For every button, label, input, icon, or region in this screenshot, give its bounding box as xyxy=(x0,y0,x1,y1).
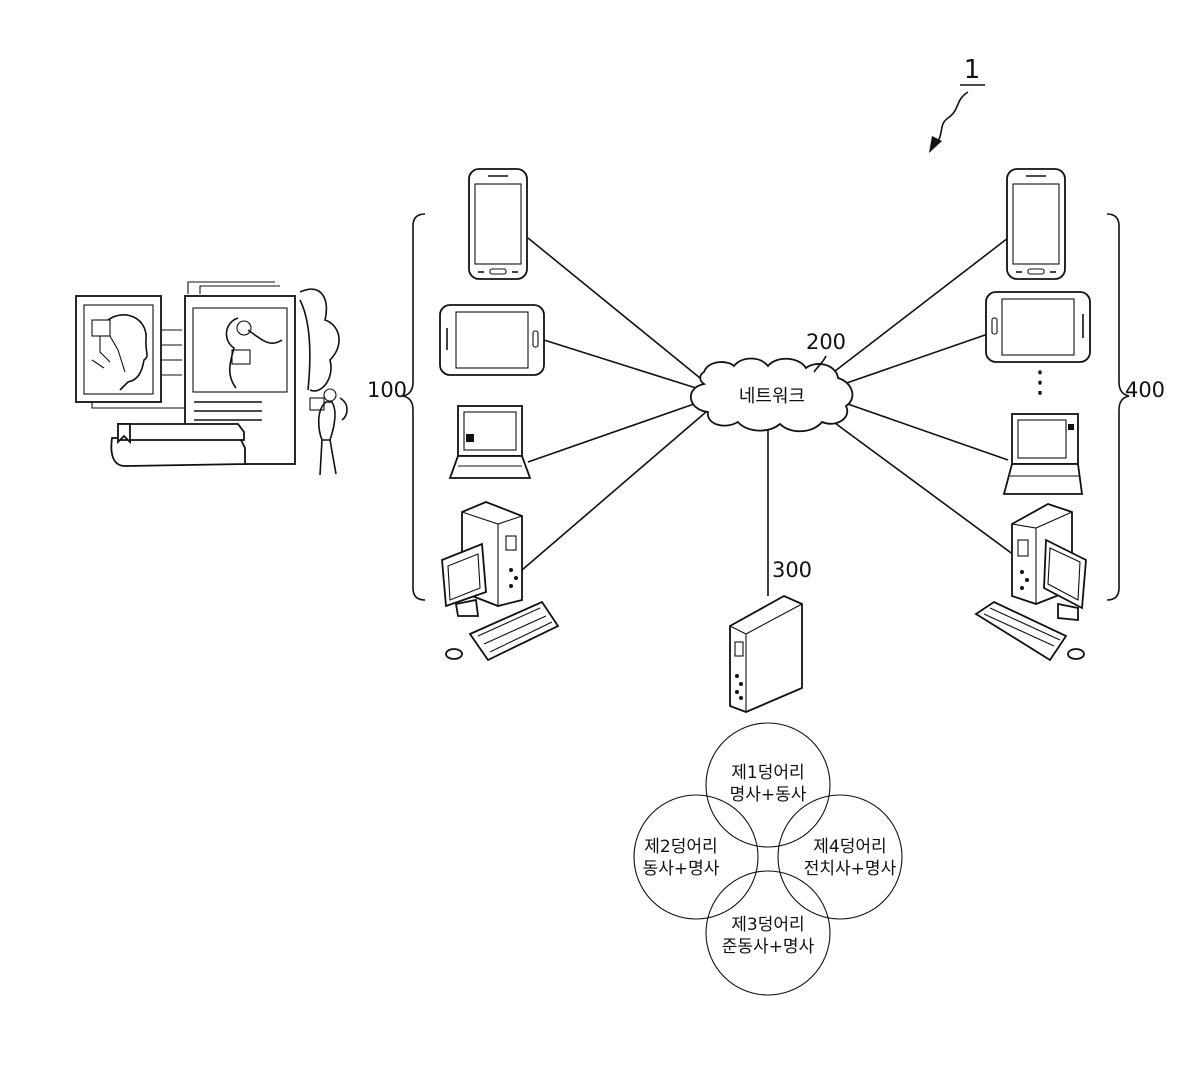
ai-head-frame xyxy=(76,296,161,402)
student-head xyxy=(324,389,336,401)
chunk-2-pattern: 동사+명사 xyxy=(643,859,720,879)
figure-arrow-line xyxy=(935,92,968,146)
book-stack-top xyxy=(118,424,244,440)
link-left-laptop xyxy=(528,404,694,462)
student-hair xyxy=(340,398,347,420)
link-right-phone xyxy=(826,238,1008,378)
left-laptop xyxy=(450,406,530,478)
chunk-3-name: 제3덩어리 xyxy=(731,915,804,935)
client-group-right: 400 xyxy=(1107,214,1165,600)
link-right-tablet xyxy=(838,334,988,386)
client-group-ref: 100 xyxy=(367,378,407,402)
server-ref: 300 xyxy=(772,558,812,582)
left-smartphone xyxy=(469,169,527,279)
book-stack-bottom xyxy=(111,438,245,466)
chunk-venn-diagram: 제1덩어리 명사+동사 제2덩어리 동사+명사 제3덩어리 준동사+명사 제4덩… xyxy=(634,723,902,995)
network-cloud: 네트워크 200 xyxy=(691,330,853,431)
left-desktop xyxy=(442,502,558,660)
network-label: 네트워크 xyxy=(739,386,805,407)
connector-lines xyxy=(162,330,182,375)
figure-reference: 1 xyxy=(929,55,985,153)
link-left-phone xyxy=(528,238,700,378)
client-group-ref-right: 400 xyxy=(1125,378,1165,402)
right-laptop xyxy=(1004,414,1082,494)
student-legs xyxy=(320,440,336,475)
client-group-left: 100 xyxy=(367,214,425,600)
chunk-4-name: 제4덩어리 xyxy=(813,837,886,857)
server: 300 xyxy=(730,558,812,712)
right-tablet xyxy=(986,292,1090,362)
right-smartphone xyxy=(1007,169,1065,279)
brace-left xyxy=(403,214,425,600)
link-right-desktop xyxy=(820,412,1018,558)
left-tablet xyxy=(440,305,544,375)
chunk-4-pattern: 전치사+명사 xyxy=(804,859,897,879)
student-body xyxy=(319,402,335,440)
figure-number: 1 xyxy=(964,55,981,85)
plant-stem xyxy=(300,300,310,390)
brace-right xyxy=(1107,214,1129,600)
network-ref: 200 xyxy=(806,330,846,354)
more-devices-ellipsis: ⋮ xyxy=(1025,365,1055,400)
plant-leaves xyxy=(300,289,339,391)
connector-lines-top xyxy=(188,282,280,294)
link-left-tablet xyxy=(544,340,696,388)
chunk-circle-4 xyxy=(778,795,902,919)
learning-illustration xyxy=(76,282,347,475)
chunk-2-name: 제2덩어리 xyxy=(644,837,717,857)
link-right-laptop xyxy=(842,402,1008,460)
chunk-circle-2 xyxy=(634,795,758,919)
right-desktop xyxy=(976,504,1086,660)
figure-arrow-head xyxy=(929,136,942,153)
chunk-3-pattern: 준동사+명사 xyxy=(722,937,815,957)
chunk-1-pattern: 명사+동사 xyxy=(730,785,807,805)
chunk-1-name: 제1덩어리 xyxy=(731,763,804,783)
link-left-desktop xyxy=(522,412,706,570)
